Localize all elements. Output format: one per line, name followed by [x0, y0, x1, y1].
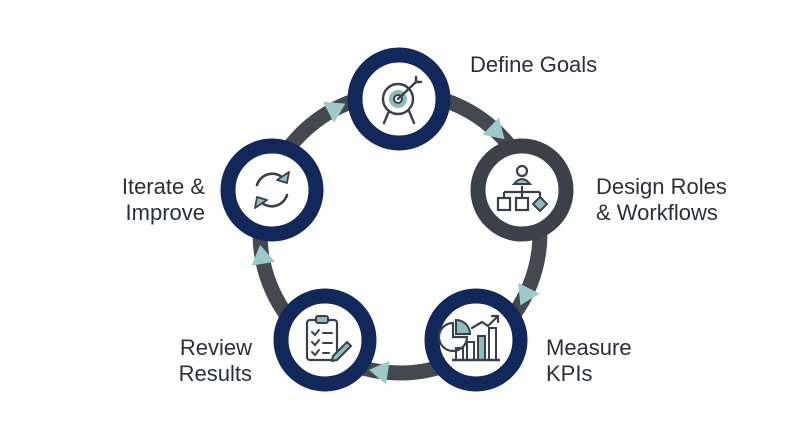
flow-arrow — [482, 117, 505, 140]
step-label-line: Results — [178, 361, 252, 386]
step-node-review-results — [273, 288, 377, 392]
step-label-line: Iterate & — [121, 174, 205, 199]
step-label-line: Define Goals — [470, 52, 598, 77]
step-label-line: Measure — [546, 335, 632, 360]
org-chart-icon — [496, 164, 549, 213]
step-label-measure-kpis: Measure KPIs — [546, 335, 632, 387]
step-label-line: & Workflows — [596, 200, 718, 225]
step-node-iterate-improve — [220, 138, 324, 242]
cycle-arrows — [251, 101, 540, 385]
step-label-line: KPIs — [546, 361, 593, 386]
cycle-nodes — [220, 47, 574, 392]
flow-arrow — [322, 101, 346, 124]
clipboard-checklist-icon — [305, 315, 352, 362]
step-node-define-goals — [347, 47, 451, 151]
refresh-cycle-icon — [254, 171, 290, 209]
step-node-design-roles — [470, 138, 574, 242]
step-label-define-goals: Define Goals — [470, 52, 597, 78]
step-ring — [424, 288, 528, 392]
flow-arrow — [369, 360, 390, 385]
step-node-measure-kpis — [424, 288, 528, 392]
step-label-review-results: Review Results — [179, 335, 252, 387]
flow-arrow — [518, 282, 540, 306]
step-label-design-roles: Design Roles & Workflows — [596, 174, 727, 226]
step-label-line: Improve — [125, 200, 205, 225]
step-ring — [220, 138, 324, 242]
step-ring — [273, 288, 377, 392]
target-icon — [381, 75, 423, 125]
chart-growth-icon — [437, 314, 500, 362]
step-label-line: Review — [179, 335, 252, 360]
step-label-iterate-improve: Iterate & Improve — [122, 174, 205, 226]
flow-arrow — [251, 244, 276, 266]
step-label-line: Design Roles — [596, 174, 727, 199]
